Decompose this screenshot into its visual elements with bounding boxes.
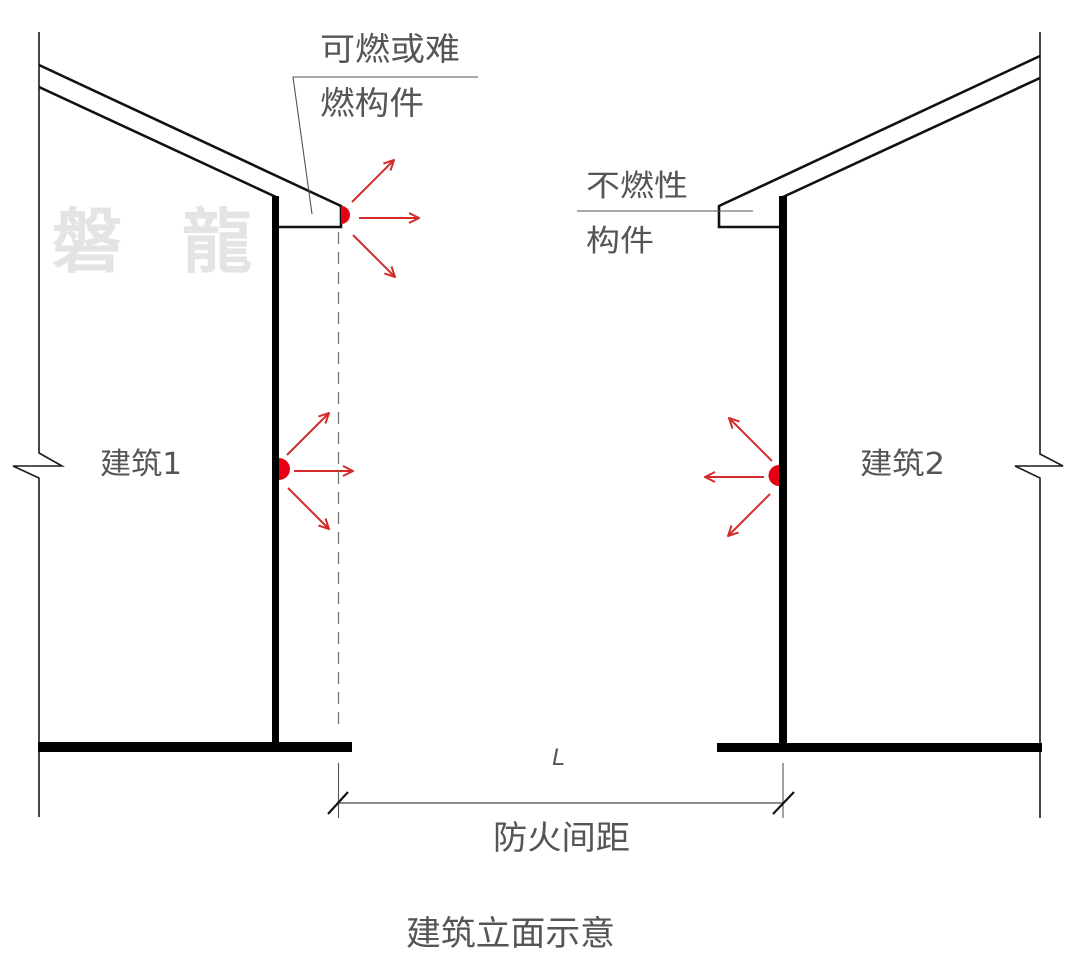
left-eave-label-line1: 可燃或难 — [320, 30, 460, 68]
fire-spread-arrow-icon — [729, 418, 773, 462]
building-2-label: 建筑2 — [860, 447, 945, 482]
dimension-tick-icon — [772, 791, 795, 815]
left-eave-overhang — [276, 205, 343, 229]
fire-source-icon — [341, 206, 350, 224]
building-right: 不燃性 构件 建筑2 — [577, 32, 1064, 818]
fire-separation-dimension: L 防火间距 — [327, 744, 795, 857]
watermark-text: 磐龍 — [52, 201, 252, 283]
building-1-label: 建筑1 — [100, 447, 182, 482]
fire-spread-arrow-icon — [286, 413, 329, 456]
left-eave-label-line2: 燃构件 — [320, 84, 424, 122]
left-eave-leader-line — [292, 76, 478, 215]
right-roof-outer-line — [718, 54, 1041, 208]
right-wall-fire-source — [705, 418, 779, 536]
right-eave-overhang — [717, 205, 783, 229]
right-boundary-break-line — [1014, 32, 1064, 818]
left-exterior-wall — [272, 196, 279, 747]
eave-fire-source — [341, 160, 419, 277]
left-roof-inner-line — [38, 85, 277, 199]
left-roof-outer-line — [38, 63, 342, 208]
left-boundary-break-line — [12, 32, 66, 817]
right-exterior-wall — [779, 196, 787, 748]
right-ground-line — [717, 743, 1042, 752]
fire-source-icon — [768, 465, 779, 486]
dimension-symbol: L — [552, 744, 565, 771]
fire-spread-arrow-icon — [351, 160, 394, 203]
fire-spread-arrow-icon — [287, 487, 329, 529]
dimension-label: 防火间距 — [493, 818, 630, 857]
left-ground-line — [38, 742, 352, 752]
building-left: 可燃或难 燃构件 建筑1 — [12, 30, 478, 817]
right-eave-label-line1: 不燃性 — [586, 169, 688, 204]
dimension-tick-icon — [327, 791, 349, 815]
fire-spread-arrow-icon — [728, 493, 771, 536]
left-wall-fire-source — [279, 413, 353, 529]
right-eave-label-line2: 构件 — [586, 224, 654, 259]
fire-source-icon — [279, 458, 290, 480]
fire-spread-arrow-icon — [352, 234, 395, 277]
right-roof-inner-line — [782, 76, 1041, 199]
diagram-caption: 建筑立面示意 — [406, 914, 615, 954]
